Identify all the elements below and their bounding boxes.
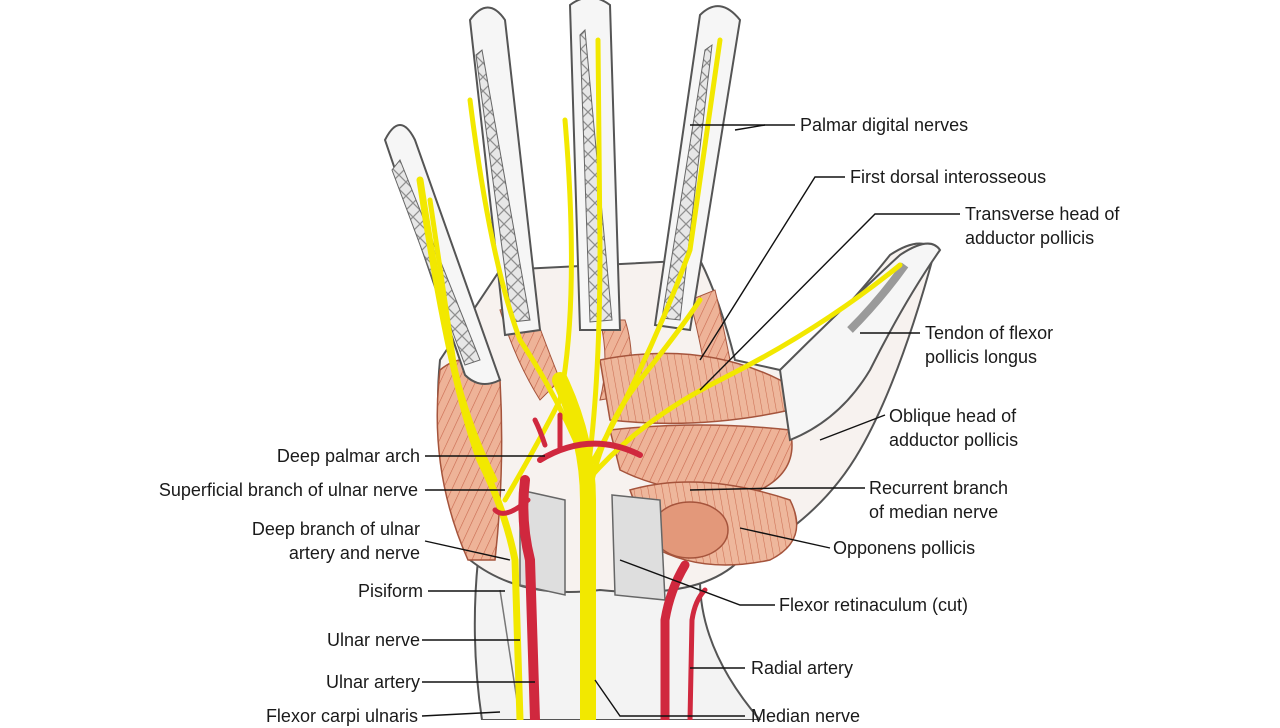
- arteries: [492, 412, 708, 720]
- thenar-cut-muscle: [651, 501, 729, 559]
- label-deep-branch-ulnar: Deep branch of ulnar artery and nerve: [251, 519, 420, 563]
- label-ulnar-artery: Ulnar artery: [325, 672, 420, 692]
- leader-lines: [421, 124, 960, 717]
- label-oblique-head-adductor: Oblique head of adductor pollicis: [889, 406, 1019, 450]
- label-flexor-retinaculum: Flexor retinaculum (cut): [779, 595, 969, 615]
- hypothenar-muscle: [436, 358, 503, 561]
- fingers: [383, 0, 942, 442]
- label-deep-palmar-arch: Deep palmar arch: [276, 446, 420, 466]
- label-flexor-carpi-ulnaris: Flexor carpi ulnaris: [265, 706, 418, 726]
- label-median-nerve: Median nerve: [751, 706, 861, 726]
- label-ulnar-nerve: Ulnar nerve: [326, 630, 420, 650]
- label-pisiform: Pisiform: [357, 581, 423, 601]
- label-opponens-pollicis: Opponens pollicis: [833, 538, 976, 558]
- label-first-dorsal-interosseous: First dorsal interosseous: [850, 167, 1047, 187]
- label-superficial-branch-ulnar: Superficial branch of ulnar nerve: [158, 480, 418, 500]
- label-palmar-digital-nerves: Palmar digital nerves: [800, 115, 969, 135]
- label-recurrent-branch-median: Recurrent branch of median nerve: [869, 478, 1009, 522]
- label-tendon-flexor-pollicis-longus: Tendon of flexor pollicis longus: [925, 323, 1054, 367]
- label-transverse-head-adductor: Transverse head of adductor pollicis: [965, 204, 1120, 248]
- label-radial-artery: Radial artery: [751, 658, 854, 678]
